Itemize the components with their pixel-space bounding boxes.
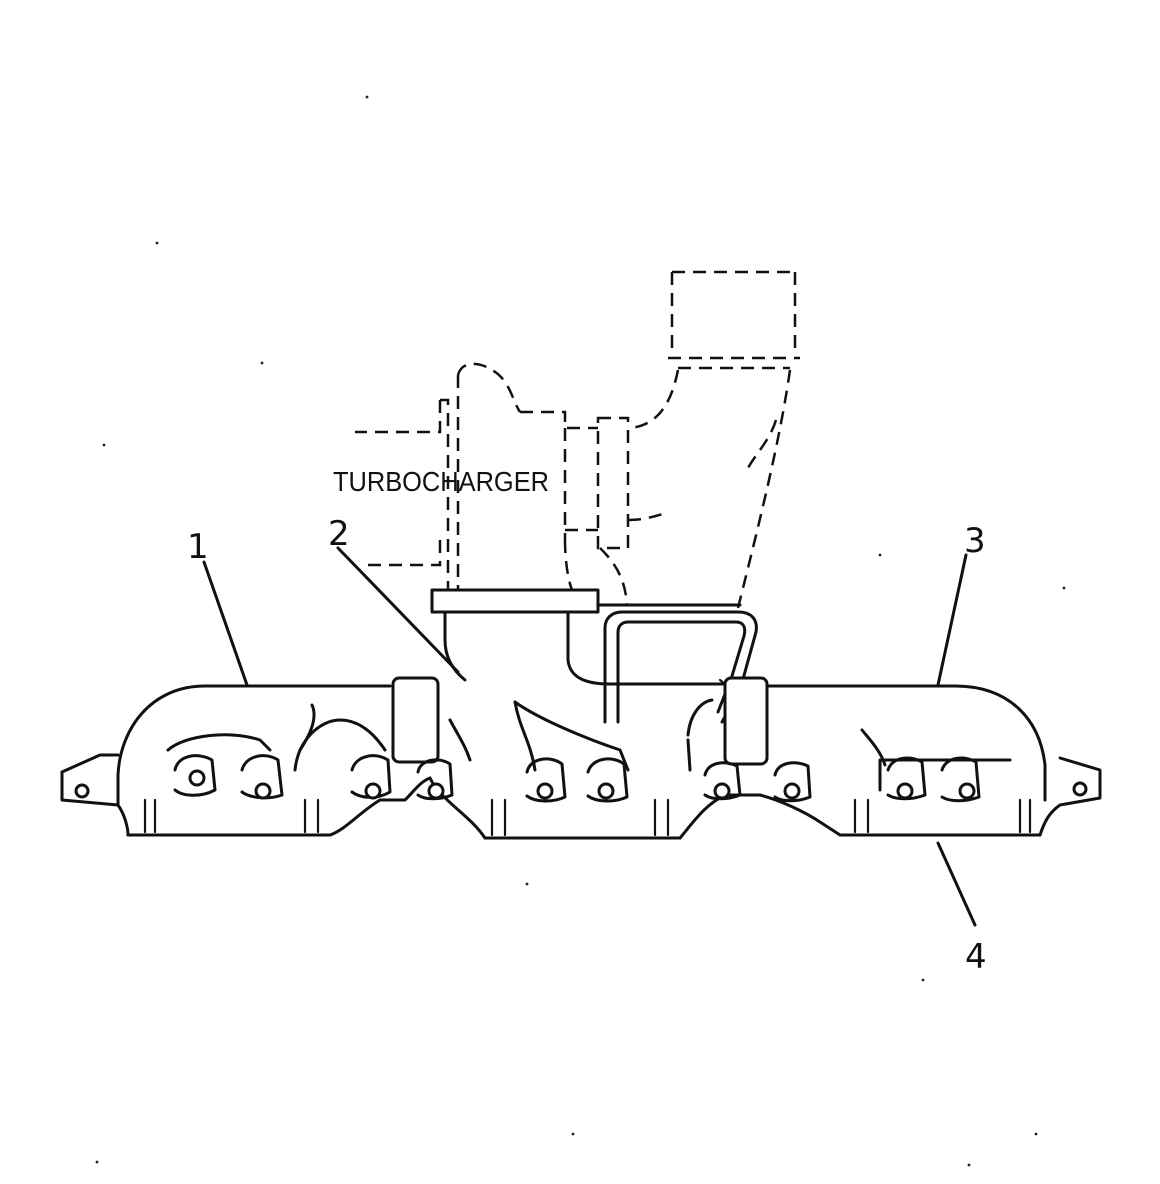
leader-4 — [936, 841, 977, 927]
scan-specks — [95, 95, 1066, 1167]
callout-1: 1 — [187, 527, 209, 567]
leader-2 — [336, 546, 460, 674]
turbocharger-outline — [355, 270, 800, 609]
turbocharger-label: TURBOCHARGER — [333, 466, 549, 497]
exhaust-manifold — [60, 588, 1102, 840]
callout-2: 2 — [328, 514, 350, 554]
callout-3: 3 — [964, 521, 986, 561]
callout-4: 4 — [965, 937, 987, 977]
callout-leaders — [202, 546, 977, 927]
leader-3 — [936, 553, 968, 687]
leader-1 — [202, 560, 249, 687]
